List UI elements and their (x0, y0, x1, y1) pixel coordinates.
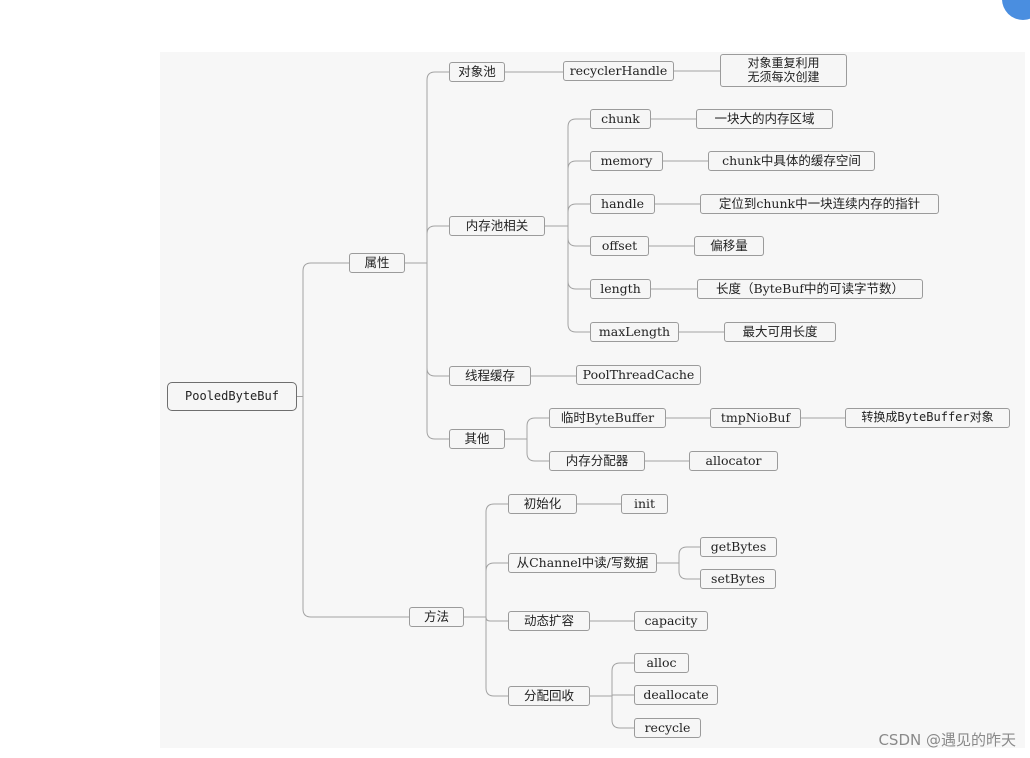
object-pool-node[interactable]: 对象池 (449, 62, 505, 82)
alloc-method-node[interactable]: alloc (634, 653, 689, 673)
attributes-node-link (302, 262, 349, 397)
init-method-node[interactable]: init (621, 494, 668, 514)
methods-node[interactable]: 方法 (409, 607, 464, 627)
field-chunk-node[interactable]: chunk (590, 109, 651, 129)
object-pool-node-link (426, 71, 449, 263)
expand-group-node[interactable]: 动态扩容 (508, 611, 590, 631)
read-write-group-node-link (485, 562, 508, 617)
desc-length-node[interactable]: 长度（ByteBuf中的可读字节数） (697, 279, 923, 299)
desc-chunk-node[interactable]: 一块大的内存区域 (696, 109, 833, 129)
tmpniobuf-node[interactable]: tmpNioBuf (710, 408, 801, 428)
to-bytebuffer-node[interactable]: 转换成ByteBuffer对象 (845, 408, 1010, 428)
corner-badge (1002, 0, 1030, 20)
getbytes-method-node[interactable]: getBytes (700, 537, 777, 557)
object-pool-note-node[interactable]: 对象重复利用 无须每次创建 (720, 54, 847, 87)
recycle-group-node-link (485, 617, 508, 697)
object-pool-note-line1: 对象重复利用 (747, 55, 820, 70)
desc-offset-node[interactable]: 偏移量 (694, 236, 764, 256)
alloc-method-node-link (611, 662, 634, 696)
field-offset-node[interactable]: offset (590, 236, 649, 256)
desc-maxlength-node[interactable]: 最大可用长度 (724, 322, 836, 342)
init-group-node[interactable]: 初始化 (508, 494, 577, 514)
attributes-node[interactable]: 属性 (349, 253, 405, 273)
recycle-group-node[interactable]: 分配回收 (508, 686, 590, 706)
allocator-label-node[interactable]: 内存分配器 (549, 451, 645, 471)
field-chunk-node-link (567, 118, 590, 226)
field-offset-node-link (567, 226, 590, 247)
allocator-label-node-link (526, 439, 549, 462)
memory-pool-node[interactable]: 内存池相关 (449, 216, 545, 236)
desc-handle-node[interactable]: 定位到chunk中一块连续内存的指针 (700, 194, 939, 214)
recycle-method-node[interactable]: recycle (634, 718, 701, 738)
other-node-link (426, 263, 449, 440)
read-write-group-node[interactable]: 从Channel中读/写数据 (508, 553, 657, 573)
setbytes-method-node-link (678, 563, 700, 580)
getbytes-method-node-link (678, 546, 700, 563)
capacity-method-node[interactable]: capacity (634, 611, 708, 631)
expand-group-node-link (485, 616, 508, 622)
field-maxlength-node[interactable]: maxLength (590, 322, 679, 342)
field-length-node[interactable]: length (590, 279, 651, 299)
pool-thread-cache-node[interactable]: PoolThreadCache (576, 365, 701, 385)
deallocate-method-node-link (611, 694, 634, 697)
root-node[interactable]: PooledByteBuf (167, 382, 297, 411)
desc-memory-node[interactable]: chunk中具体的缓存空间 (708, 151, 875, 171)
field-maxlength-node-link (567, 226, 590, 333)
methods-node-link (302, 396, 409, 618)
thread-cache-node-link (426, 263, 449, 377)
temp-bytebuffer-node-link (526, 417, 549, 439)
field-handle-node[interactable]: handle (590, 194, 655, 214)
other-node[interactable]: 其他 (449, 429, 505, 449)
recycle-method-node-link (611, 696, 634, 729)
deallocate-method-node[interactable]: deallocate (634, 685, 718, 705)
setbytes-method-node[interactable]: setBytes (700, 569, 776, 589)
memory-pool-node-link (426, 225, 449, 263)
field-length-node-link (567, 226, 590, 290)
thread-cache-node[interactable]: 线程缓存 (449, 366, 531, 386)
recycler-handle-node[interactable]: recyclerHandle (563, 61, 674, 81)
field-memory-node[interactable]: memory (590, 151, 663, 171)
object-pool-note-line2: 无须每次创建 (747, 69, 820, 84)
allocator-field-node[interactable]: allocator (689, 451, 778, 471)
init-group-node-link (485, 503, 508, 617)
field-handle-node-link (567, 203, 590, 226)
temp-bytebuffer-node[interactable]: 临时ByteBuffer (549, 408, 666, 428)
field-memory-node-link (567, 160, 590, 226)
watermark: CSDN @遇见的昨天 (878, 731, 1016, 749)
